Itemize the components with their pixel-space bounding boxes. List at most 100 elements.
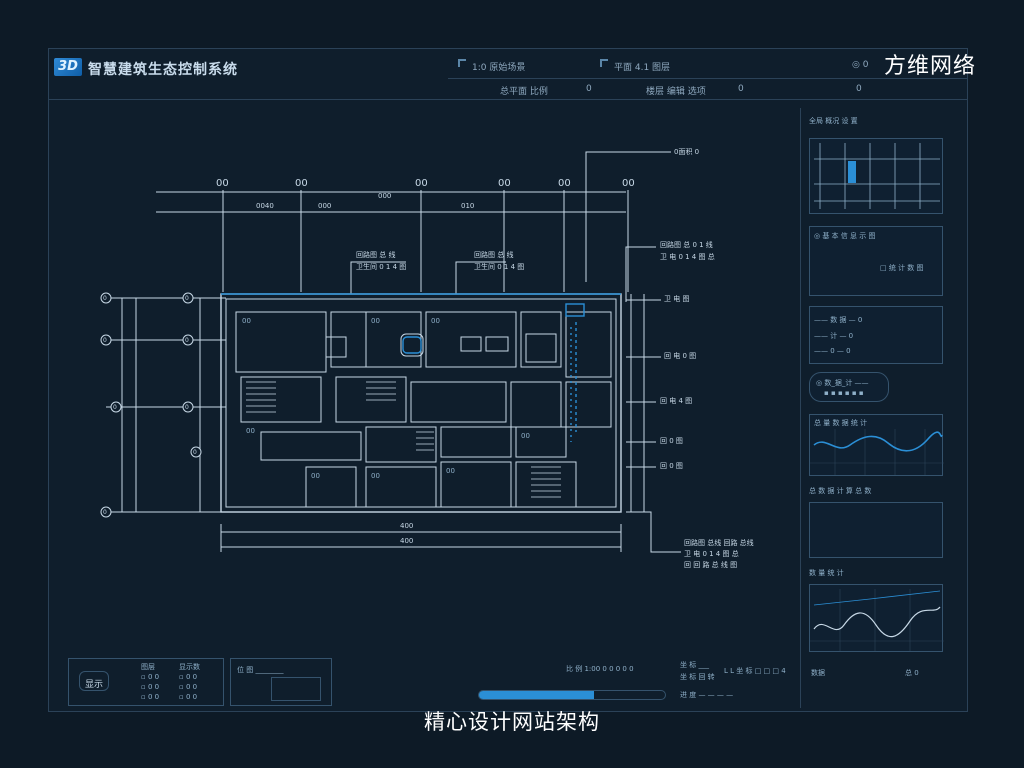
legend-panel: 位 图 ________ [230, 658, 332, 706]
display-button[interactable]: 显示 [79, 671, 109, 691]
axis-bubble-label: 0 [103, 509, 107, 516]
info-card[interactable]: ◎ 基 本 信 息 示 图 □ 统 计 数 图 [809, 226, 943, 296]
axis-bubble-label: 0 [103, 295, 107, 302]
room-label[interactable]: 00 [446, 467, 455, 475]
wave-chart-2 [809, 584, 944, 652]
header-item-scene[interactable]: 1:0 原始场景 [472, 63, 526, 73]
axis-bubble-label: 0 [113, 404, 117, 411]
callout-label: 卫生间 0 1 4 图 [474, 263, 525, 271]
list-row[interactable]: —— 0 — 0 [814, 347, 851, 355]
chart-title: 总 量 数 据 统 计 [814, 419, 868, 427]
callout-label: 卫生间 0 1 4 图 [356, 263, 407, 271]
app-logo: 3D [54, 58, 82, 76]
header-divider [448, 78, 968, 79]
data-list: —— 数 据 — 0 —— 计 — 0 —— 0 — 0 [809, 306, 943, 364]
dimension-label: 010 [461, 202, 475, 210]
dimension-label: 0040 [256, 202, 274, 210]
legend-title: 位 图 ________ [237, 666, 284, 674]
header-item-layer[interactable]: 平面 4.1 图层 [614, 63, 671, 73]
progress-fill [479, 691, 595, 699]
axis-label: 00 [622, 178, 635, 189]
room-label[interactable]: 00 [521, 432, 530, 440]
callout-label: 卫 电 0 1 4 图 总 [660, 253, 715, 261]
pill-marks: ▪ ▪ ▪ ▪ ▪ ▪ [824, 389, 864, 397]
subheader-value: 0 [738, 84, 744, 94]
subheader-value: 0 [586, 84, 592, 94]
table-header: 显示数 [179, 663, 200, 671]
card-title: ◎ 基 本 信 息 示 图 [814, 232, 876, 240]
footer-label: 数据 [811, 669, 825, 677]
layer-icon [600, 59, 608, 67]
axis-bubble-label: 0 [193, 449, 197, 456]
table-cell[interactable]: ▫ 0 0 [179, 693, 198, 701]
wave-chart-2-svg [810, 589, 944, 651]
progress-bar[interactable] [478, 690, 666, 700]
scale-label: 比 例 1:00 0 0 0 0 0 [566, 665, 634, 673]
callout-label: 回 回 路 总 线 图 [684, 561, 738, 569]
floor-plan-svg [100, 151, 681, 553]
status-pill[interactable]: ◎ 数_据_计 —— ▪ ▪ ▪ ▪ ▪ ▪ [809, 372, 889, 402]
axis-label: 00 [295, 178, 308, 189]
coord-label: 坐 标 回 转 [680, 673, 715, 681]
table-cell[interactable]: ▫ 0 0 [179, 683, 198, 691]
floor-plan-canvas[interactable]: 00 00 00 00 00 00 0040 000 000 010 0 0 0… [66, 112, 786, 642]
room-label[interactable]: 00 [311, 472, 320, 480]
caption: 精心设计网站架构 [424, 710, 600, 734]
table-cell[interactable]: ▫ 0 0 [179, 673, 198, 681]
room-label[interactable]: 00 [431, 317, 440, 325]
axis-bubble-label: 0 [185, 295, 189, 302]
callout-label: 0面积 0 [674, 148, 700, 156]
right-panel: 全局 概况 设 置 ◎ 基 本 信 息 示 图 □ 统 计 数 图 —— 数 据… [800, 108, 950, 708]
header-bar: 3D 智慧建筑生态控制系统 1:0 原始场景 平面 4.1 图层 ◎ 0 总平面… [48, 50, 968, 100]
callout-label: 回 电 0 图 [664, 352, 697, 360]
axis-bubble-label: 0 [185, 337, 189, 344]
progress-label: 进 度 — — — — [680, 691, 734, 699]
display-button-label: 显示 [84, 680, 103, 690]
axis-label: 00 [216, 178, 229, 189]
table-header: 图层 [141, 663, 155, 671]
footer-label: 总 0 [905, 669, 919, 677]
axis-bubble-label: 0 [185, 404, 189, 411]
list-row[interactable]: —— 计 — 0 [814, 332, 854, 340]
room-label[interactable]: 00 [371, 472, 380, 480]
dimension-label: 400 [400, 522, 414, 530]
pill-label: ◎ 数_据_计 —— [816, 379, 869, 387]
room-label[interactable]: 00 [242, 317, 251, 325]
room-label[interactable]: 00 [246, 427, 255, 435]
chart-title: 数 量 统 计 [809, 569, 844, 577]
status-label: L L 坐 标 □ □ □ 4 [724, 667, 786, 675]
callout-label: 回路图 总线 回路 总线 [684, 539, 754, 547]
list-row[interactable]: —— 数 据 — 0 [814, 316, 863, 324]
table-cell[interactable]: ▫ 0 0 [141, 673, 160, 681]
callout-label: 回 0 图 [660, 462, 683, 470]
axis-label: 00 [415, 178, 428, 189]
top-axis-markers [156, 190, 629, 292]
callout-label: 回路图 总 0 1 线 [660, 241, 713, 249]
callout-label: 回路图 总 线 [474, 251, 514, 259]
app-title: 智慧建筑生态控制系统 [88, 62, 238, 78]
wave-chart-1-svg [810, 429, 944, 475]
room-label[interactable]: 00 [371, 317, 380, 325]
stats-label: 总 数 据 计 算 总 数 [809, 487, 872, 495]
wave-chart-1: 总 量 数 据 统 计 [809, 414, 944, 476]
axis-bubble-label: 0 [103, 337, 107, 344]
coord-label: 坐 标 ___ [680, 661, 709, 669]
overview-mini-map[interactable] [809, 138, 943, 214]
stats-card [809, 502, 943, 558]
section-title: 全局 概况 设 置 [809, 117, 858, 125]
mini-map-svg [814, 143, 940, 209]
subheader-floor[interactable]: 楼层 编辑 选项 [646, 87, 706, 97]
subheader-plan[interactable]: 总平面 比例 [500, 87, 548, 97]
bottom-toolbar: 显示 图层 显示数 ▫ 0 0 ▫ 0 0 ▫ 0 0 ▫ 0 0 ▫ 0 0 … [66, 656, 786, 708]
table-cell[interactable]: ▫ 0 0 [141, 693, 160, 701]
callout-label: 回路图 总 线 [356, 251, 396, 259]
dimension-label: 400 [400, 537, 414, 545]
watermark: 方维网络 [883, 54, 976, 79]
callout-label: 回 电 4 图 [660, 397, 693, 405]
table-cell[interactable]: ▫ 0 0 [141, 683, 160, 691]
callout-label: 卫 电 图 [664, 295, 690, 303]
axis-label: 00 [498, 178, 511, 189]
card-subtitle: □ 统 计 数 图 [880, 264, 924, 272]
callout-label: 回 0 图 [660, 437, 683, 445]
header-item-settings[interactable]: ◎ 0 [852, 60, 869, 70]
